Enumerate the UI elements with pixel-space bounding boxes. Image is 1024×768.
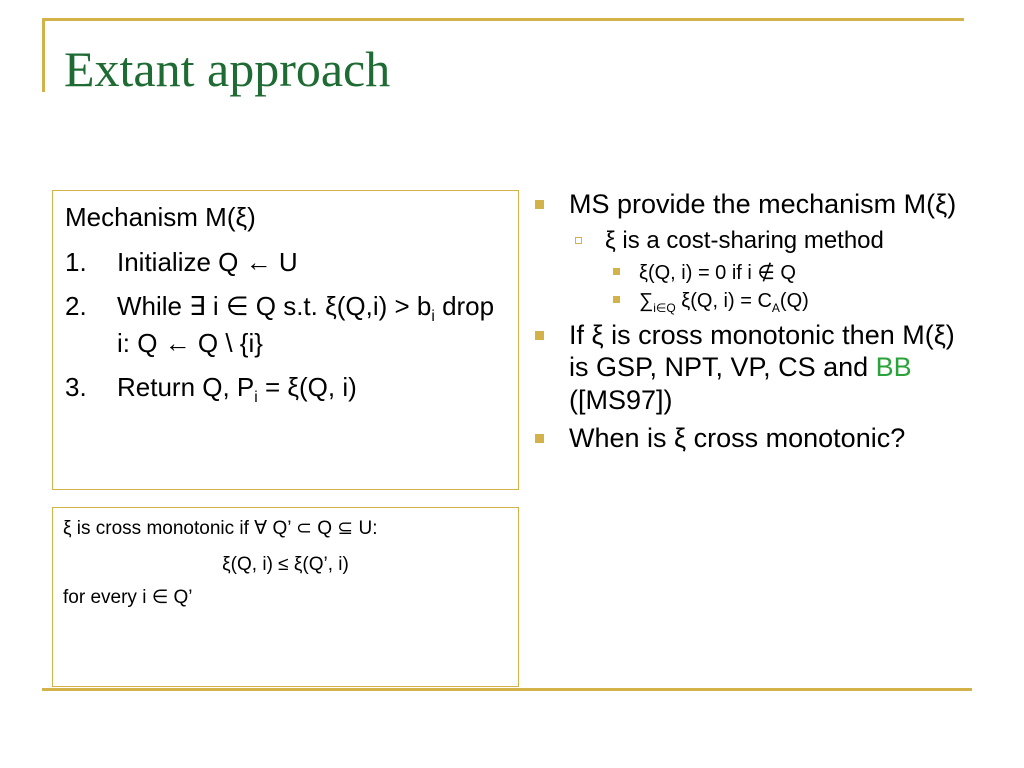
bullet-item: MS provide the mechanism M(ξ) <box>535 188 965 220</box>
step-subscript: i <box>431 308 435 326</box>
mechanism-step-1: 1. Initialize Q ← U <box>65 246 506 279</box>
highlight-text: BB <box>875 352 912 383</box>
step-text-part: = ξ(Q, i) <box>257 372 357 403</box>
sum-subscript: i∈Q <box>653 301 676 316</box>
hollow-square-bullet-icon <box>575 237 582 245</box>
definition-condition: for every i ∈ Q’ <box>63 587 193 609</box>
definition-box: ξ is cross monotonic if ∀ Q’ ⊂ Q ⊆ U: ξ(… <box>52 507 519 687</box>
step-text-part: drop i: Q ← Q \ {i} <box>117 291 495 358</box>
definition-text: ξ is cross monotonic if ∀ Q’ ⊂ Q ⊆ U: <box>63 518 378 539</box>
slide-title: Extant approach <box>64 41 391 97</box>
step-text-part: Return Q, P <box>117 372 255 403</box>
decorative-top-rule <box>42 18 964 21</box>
bullet-text: MS provide the mechanism M(ξ) <box>569 189 957 219</box>
sub-bullet-item: ξ is a cost-sharing method <box>535 226 965 256</box>
square-bullet-icon <box>613 268 620 276</box>
definition-formula: ξ(Q, i) ≤ ξ(Q’, i) <box>222 553 349 575</box>
square-bullet-icon <box>535 330 544 340</box>
formula-subscript: A <box>771 301 780 316</box>
bullet-item: When is ξ cross monotonic? <box>535 422 965 454</box>
sub-sub-bullet-text: ∑i∈Q ξ(Q, i) = CA(Q) <box>639 290 809 316</box>
mechanism-box: Mechanism M(ξ) 1. Initialize Q ← U 2. Wh… <box>52 190 519 490</box>
step-number: 2. <box>65 291 87 321</box>
bullet-text: When is ξ cross monotonic? <box>569 423 906 454</box>
square-bullet-icon <box>535 200 544 209</box>
step-text: While ∃ i ∈ Q s.t. ξ(Q,i) > bi drop i: Q… <box>117 290 506 359</box>
sub-sub-bullet-item: ξ(Q, i) = 0 if i ∉ Q <box>535 260 965 286</box>
sub-sub-bullet-text: ξ(Q, i) = 0 if i ∉ Q <box>639 262 796 285</box>
formula-part: ξ(Q, i) = C <box>675 290 772 313</box>
bullet-text-part: ([MS97]) <box>569 384 673 415</box>
bullet-item: If ξ is cross monotonic then M(ξ) is GSP… <box>535 319 965 416</box>
step-subscript: i <box>254 389 258 407</box>
bullet-list: MS provide the mechanism M(ξ) ξ is a cos… <box>535 188 965 461</box>
step-number: 3. <box>65 372 87 403</box>
sub-bullet-text: ξ is a cost-sharing method <box>605 227 884 255</box>
decorative-bottom-rule <box>42 688 972 691</box>
decorative-vertical-rule <box>42 18 45 92</box>
square-bullet-icon <box>613 296 620 304</box>
sub-sub-bullet-item: ∑i∈Q ξ(Q, i) = CA(Q) <box>535 288 965 317</box>
formula-part: (Q) <box>779 290 809 313</box>
step-text: Initialize Q ← U <box>117 246 298 277</box>
step-text: Return Q, Pi = ξ(Q, i) <box>117 371 506 408</box>
mechanism-step-2: 2. While ∃ i ∈ Q s.t. ξ(Q,i) > bi drop i… <box>65 290 506 359</box>
step-text-part: While ∃ i ∈ Q s.t. ξ(Q,i) > b <box>117 291 432 321</box>
sum-symbol: ∑ <box>639 290 654 313</box>
bullet-text: If ξ is cross monotonic then M(ξ) is GSP… <box>569 320 955 415</box>
mechanism-heading: Mechanism M(ξ) <box>65 202 256 232</box>
mechanism-step-3: 3. Return Q, Pi = ξ(Q, i) <box>65 371 506 408</box>
bullet-text-part: If ξ is cross monotonic then M(ξ) is GSP… <box>569 319 955 383</box>
step-number: 1. <box>65 246 87 277</box>
square-bullet-icon <box>535 434 544 444</box>
